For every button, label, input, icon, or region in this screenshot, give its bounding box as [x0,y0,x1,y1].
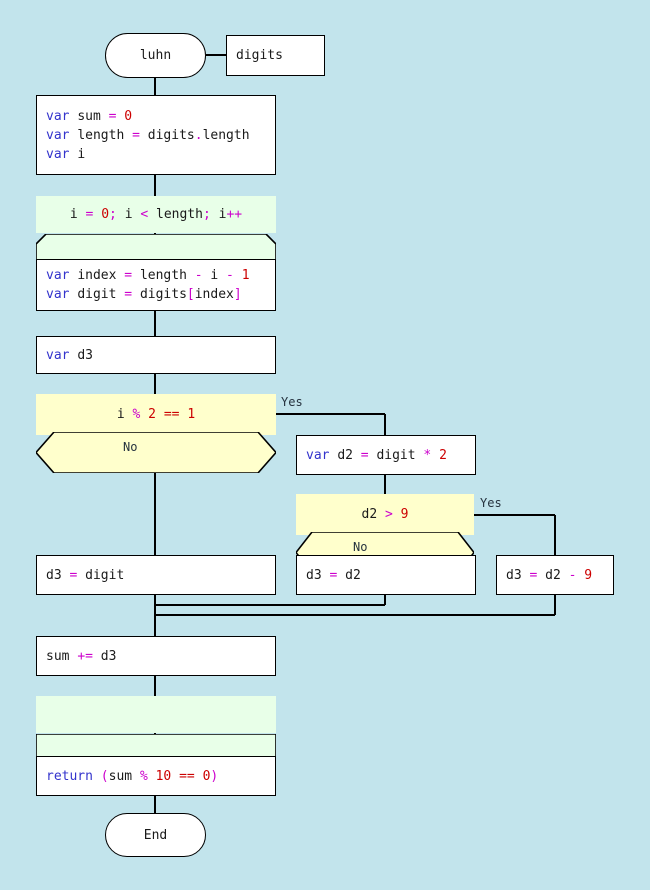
node-decision-gt9[interactable]: d2 > 9 [296,494,474,573]
node-start[interactable]: luhn [105,33,206,78]
node-d3-d2[interactable]: d3 = d2 [296,555,476,595]
node-accumulate-code: sum += d3 [46,648,117,664]
node-d3-digit[interactable]: d3 = digit [36,555,276,595]
edge-label-odd-no: No [123,440,138,454]
node-parameter-label: digits [236,48,283,63]
node-loop-end[interactable] [36,696,276,771]
node-return[interactable]: return (sum % 10 == 0) [36,756,276,796]
node-declare-d3[interactable]: var d3 [36,336,276,374]
node-d3-digit-code: d3 = digit [46,567,125,583]
node-index-digit-code: var index = length - i - 1 var digit = d… [46,268,250,302]
node-double-digit-code: var d2 = digit * 2 [306,447,447,463]
node-decision-odd[interactable]: i % 2 == 1 [36,394,276,473]
node-start-label: luhn [139,48,172,63]
node-declare-d3-code: var d3 [46,347,93,363]
node-d3-d2-code: d3 = d2 [306,567,361,583]
node-declarations[interactable]: var sum = 0 var length = digits.length v… [36,95,276,175]
edge-label-gt9-no: No [353,540,368,554]
node-d3-d2-minus9[interactable]: d3 = d2 - 9 [496,555,614,595]
node-end[interactable]: End [105,813,206,857]
node-accumulate[interactable]: sum += d3 [36,636,276,676]
node-index-digit[interactable]: var index = length - i - 1 var digit = d… [36,259,276,311]
node-loop-start-label: i = 0; i < length; i++ [69,207,243,222]
node-d3-d2-minus9-code: d3 = d2 - 9 [506,567,593,583]
node-loop-start[interactable]: i = 0; i < length; i++ [36,196,276,271]
node-end-label: End [143,827,168,843]
node-declarations-code: var sum = 0 var length = digits.length v… [46,108,250,162]
node-return-code: return (sum % 10 == 0) [46,768,219,784]
node-parameter-digits[interactable]: digits [226,35,325,76]
edge-label-gt9-yes: Yes [480,496,502,510]
keyword-var: var [46,108,70,124]
decision-odd-shape [36,394,276,473]
node-double-digit[interactable]: var d2 = digit * 2 [296,435,476,475]
loop-end-shape [36,696,276,771]
node-decision-gt9-label: d2 > 9 [361,507,409,522]
edge-label-odd-yes: Yes [281,395,303,409]
node-decision-odd-label: i % 2 == 1 [116,407,196,422]
